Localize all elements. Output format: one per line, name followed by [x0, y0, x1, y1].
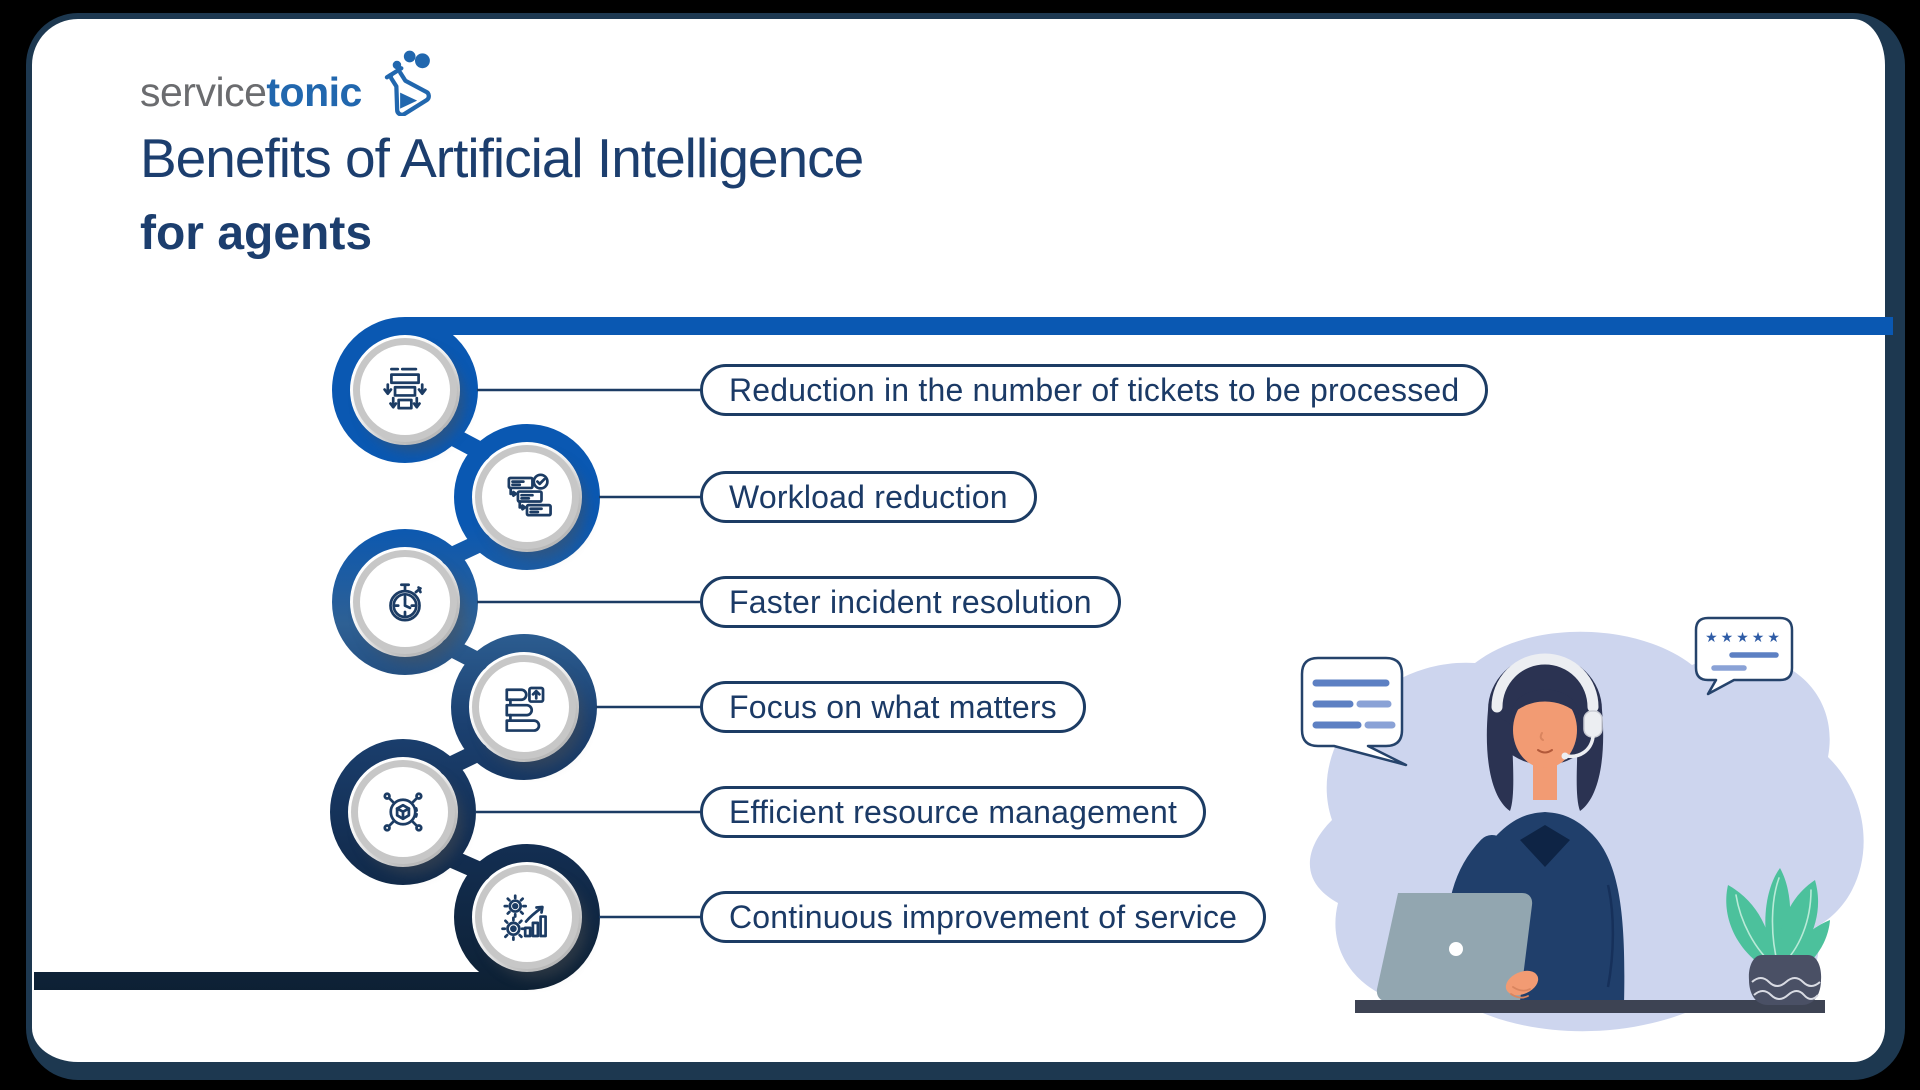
- desk: [1355, 1000, 1825, 1013]
- illustration-svg: ★★★★★: [1300, 616, 1864, 1032]
- logo-text-service: service: [140, 68, 267, 115]
- ring-5: [330, 739, 476, 885]
- benefit-badge-4: [472, 655, 576, 759]
- benefit-badge-3: [353, 550, 457, 654]
- benefit-badge-2: [475, 445, 579, 549]
- hair-fringe: [1511, 689, 1579, 715]
- page-title: Benefits of Artificial Intelligence: [140, 127, 864, 189]
- headset-mic: [1565, 735, 1595, 759]
- ring-4: [451, 634, 597, 780]
- benefit-label-5: Efficient resource management: [700, 786, 1207, 838]
- agent-hand: [1505, 970, 1539, 999]
- benefit-badge-5: [351, 760, 455, 864]
- ring-3: [332, 529, 478, 675]
- page-subtitle: for agents: [140, 207, 373, 260]
- benefit-label-3: Faster incident resolution: [700, 576, 1121, 628]
- face: [1513, 692, 1577, 768]
- workload-reduction-icon: [507, 473, 552, 517]
- benefit-label-2: Workload reduction: [700, 471, 1037, 523]
- stopwatch-icon: [389, 583, 422, 622]
- logo-text-tonic: tonic: [266, 68, 362, 115]
- ring-6: [454, 844, 600, 990]
- benefit-badge-1: [353, 338, 457, 442]
- flask-icon: [384, 50, 431, 116]
- pill-connector-lines: [475, 388, 702, 919]
- headset-band: [1491, 653, 1599, 713]
- benefit-label-4: Focus on what matters: [700, 681, 1086, 733]
- tickets-reduction-icon: [383, 367, 427, 410]
- ring-1: [332, 317, 478, 463]
- collar: [1520, 825, 1570, 867]
- resource-network-icon: [383, 792, 423, 832]
- benefit-label-1: Reduction in the number of tickets to be…: [700, 364, 1489, 416]
- priority-tasks-icon: [505, 686, 545, 732]
- chat-bubble-left: [1300, 656, 1408, 767]
- benefit-badge-6: [475, 865, 579, 969]
- support-agent-illustration: ★★★★★: [1270, 585, 1920, 1090]
- review-bubble-right: ★★★★★: [1694, 616, 1794, 696]
- five-star-rating: ★★★★★: [1705, 629, 1783, 645]
- benefit-label-6: Continuous improvement of service: [700, 891, 1267, 943]
- ring-2: [454, 424, 600, 570]
- gears-growth-icon: [501, 894, 547, 942]
- plant: [1726, 868, 1830, 1005]
